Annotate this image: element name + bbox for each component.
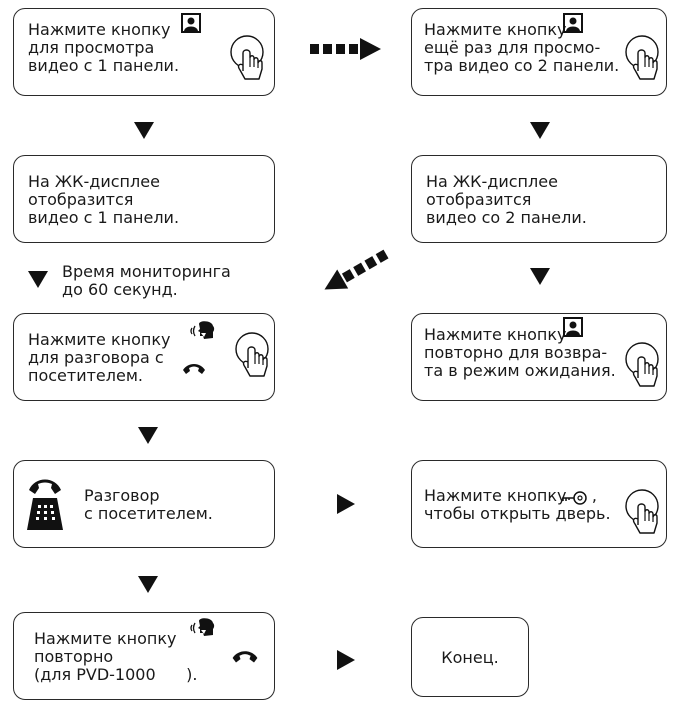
step-box-10: Конец.	[411, 617, 529, 697]
phone-icon	[27, 479, 63, 530]
talk-icon	[190, 618, 215, 636]
arrow-down-1	[134, 122, 154, 139]
step-7-text: Разговор с посетителем.	[84, 486, 213, 523]
key-icon	[562, 491, 587, 505]
step-9-text: Нажмите кнопку повторно (для PVD-1000 ).	[34, 629, 198, 684]
step-2-text: Нажмите кнопку ещё раз для просмо- тра в…	[424, 20, 620, 75]
dashed-arrow-diagonal	[324, 249, 389, 290]
step-4-text: На ЖК-дисплее отобразится видео со 2 пан…	[426, 172, 587, 227]
handset-icon	[232, 651, 258, 663]
arrow-down-5	[138, 427, 158, 444]
monitor-icon	[563, 317, 583, 337]
step-box-2: Нажмите кнопку ещё раз для просмо- тра в…	[411, 8, 667, 96]
arrow-down-4	[530, 268, 550, 285]
hand-press-icon	[230, 35, 264, 80]
step-3-text: На ЖК-дисплее отобразится видео с 1 пане…	[28, 172, 180, 227]
dashed-arrow-right	[310, 38, 381, 60]
hand-press-icon	[625, 489, 659, 534]
handset-icon	[183, 364, 205, 374]
arrow-right-2	[337, 650, 355, 670]
step-box-6: Нажмите кнопку повторно для возвра- та в…	[411, 313, 667, 401]
hand-press-icon	[625, 35, 659, 80]
step-5-text: Нажмите кнопку для разговора с посетител…	[28, 330, 171, 385]
arrow-down-6	[138, 576, 158, 593]
hand-press-icon	[625, 342, 659, 387]
arrow-down-3	[28, 271, 48, 288]
step-box-5: Нажмите кнопку для разговора с посетител…	[13, 313, 275, 401]
monitor-icon	[181, 13, 201, 33]
arrow-right-1	[337, 494, 355, 514]
step-box-9: Нажмите кнопку повторно (для PVD-1000 ).	[13, 612, 275, 700]
arrow-down-2	[530, 122, 550, 139]
monitor-icon	[563, 13, 583, 33]
step-box-3: На ЖК-дисплее отобразится видео с 1 пане…	[13, 155, 275, 243]
step-box-4: На ЖК-дисплее отобразится видео со 2 пан…	[411, 155, 667, 243]
step-1-text: Нажмите кнопку для просмотра видео с 1 п…	[28, 20, 180, 75]
talk-icon	[190, 321, 215, 339]
step-box-8: Нажмите кнопку , чтобы открыть дверь.	[411, 460, 667, 548]
monitoring-note: Время мониторинга до 60 секунд.	[62, 262, 231, 299]
step-8-text: Нажмите кнопку , чтобы открыть дверь.	[424, 486, 611, 523]
step-6-text: Нажмите кнопку повторно для возвра- та в…	[424, 325, 616, 380]
hand-press-icon	[235, 332, 269, 377]
step-10-text: Конец.	[441, 647, 499, 667]
